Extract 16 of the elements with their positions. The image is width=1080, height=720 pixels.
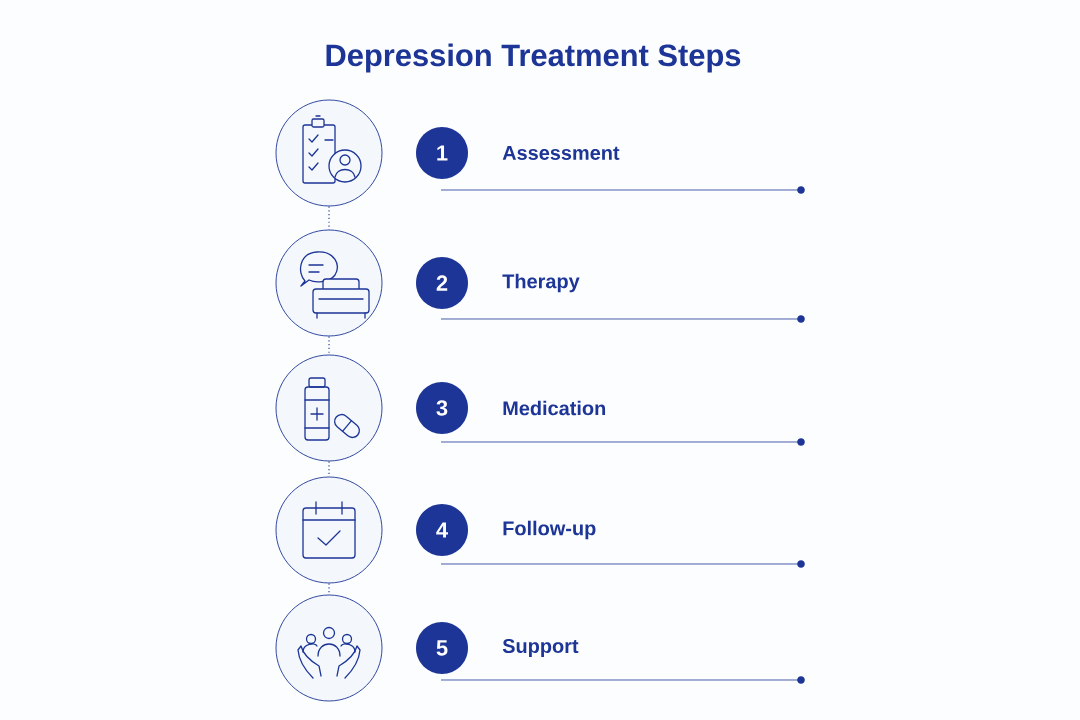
icon-circle	[275, 354, 383, 462]
icon-circle	[275, 594, 383, 702]
number-badge: 5	[416, 622, 468, 674]
step-label: Medication	[503, 400, 606, 416]
icon-circle	[275, 476, 383, 584]
number-badge: 2	[416, 257, 468, 309]
dotted-connector	[328, 205, 330, 231]
number-badge: 1	[416, 127, 468, 179]
step-label: Follow-up	[503, 520, 596, 540]
number-badge: 3	[416, 382, 468, 434]
number-badge: 4	[416, 504, 468, 556]
step-label: Support	[502, 639, 579, 657]
step-label: Assessment	[502, 146, 620, 160]
title: Depression Treatment Steps	[326, 43, 741, 73]
dotted-connector	[328, 335, 330, 356]
step-label: Therapy	[502, 273, 580, 293]
